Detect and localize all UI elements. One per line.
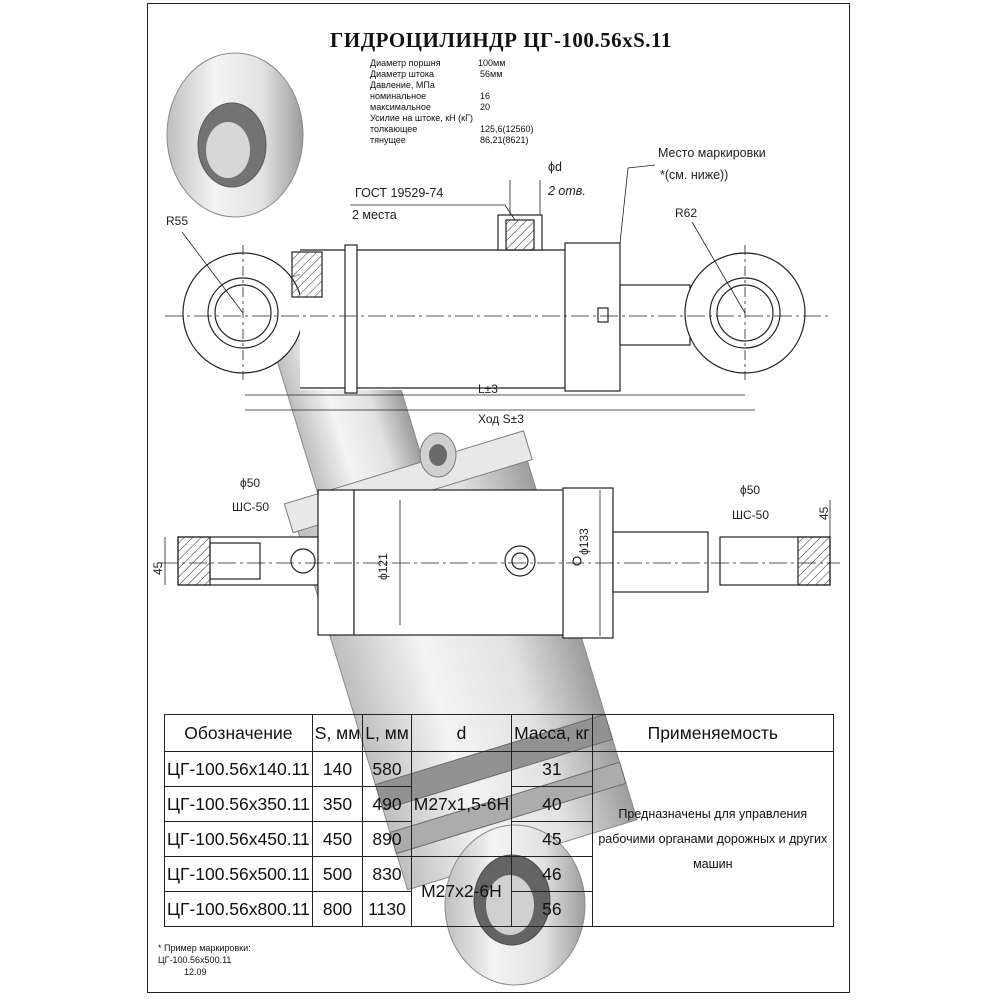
gost-label: ГОСТ 19529-74 — [355, 186, 444, 200]
header-applicability: Применяемость — [591, 714, 835, 752]
models-table: Обозначение S, мм L, мм d Масса, кг Прим… — [164, 714, 835, 927]
cell-designation: ЦГ-100.56х350.11 — [164, 786, 313, 822]
phi-d-label: ϕd — [548, 160, 562, 174]
footnote-date: 12.09 — [184, 967, 207, 977]
cell-designation: ЦГ-100.56х450.11 — [164, 821, 313, 857]
table-row: ЦГ-100.56х450.11 450 890 45 — [164, 821, 834, 857]
drawing-frame — [147, 3, 850, 993]
cell-s: 450 — [311, 821, 364, 857]
table-row: ЦГ-100.56х140.11 140 580 М27х1,5-6Н 31 П… — [164, 751, 835, 927]
dim45-left-label: 45 — [151, 561, 165, 575]
header-s: S, мм — [311, 714, 364, 752]
cell-applicability: Предназначены для управления рабочими ор… — [591, 751, 835, 927]
l-dimension-label: L±3 — [478, 382, 498, 396]
cell-thread-2: М27х2-6Н — [410, 856, 513, 927]
r55-label: R55 — [166, 214, 189, 228]
shs50-left-label: ШС-50 — [232, 500, 270, 514]
cell-mass: 46 — [511, 856, 593, 892]
phi50-right-label: ϕ50 — [740, 483, 761, 497]
phi133-label: ϕ133 — [577, 528, 591, 555]
table-header-row: Обозначение S, мм L, мм d Масса, кг Прим… — [164, 714, 835, 752]
marking-footnote: * Пример маркировки: ЦГ-100.56х500.11 12… — [158, 942, 251, 978]
cell-s: 350 — [311, 786, 364, 822]
table-row: ЦГ-100.56х350.11 350 490 40 — [164, 786, 834, 822]
marking-place-label: Место маркировки — [658, 146, 766, 160]
header-l: L, мм — [362, 714, 412, 752]
cell-s: 500 — [311, 856, 364, 892]
cell-l: 890 — [362, 821, 412, 857]
cell-s: 800 — [311, 891, 364, 927]
header-designation: Обозначение — [164, 714, 313, 752]
spec-row: Усилие на штоке, кН (кГ) — [370, 113, 473, 123]
page-title: ГИДРОЦИЛИНДР ЦГ-100.56хS.11 — [330, 28, 672, 52]
cell-mass: 56 — [511, 891, 593, 927]
see-below-label: *(см. ниже)) — [660, 168, 729, 182]
cell-mass: 45 — [511, 821, 593, 857]
top-view — [165, 164, 830, 411]
footnote-example: ЦГ-100.56х500.11 — [158, 955, 232, 965]
side-view — [160, 487, 840, 639]
cell-l: 1130 — [362, 891, 412, 927]
dim45-right-label: 45 — [817, 506, 831, 520]
spec-row: Давление, МПа — [370, 80, 435, 90]
cell-designation: ЦГ-100.56х140.11 — [164, 751, 313, 787]
header-mass: Масса, кг — [511, 714, 593, 752]
cell-l: 830 — [362, 856, 412, 892]
stroke-dimension-label: Ход S±3 — [478, 412, 524, 426]
cell-mass: 40 — [511, 786, 593, 822]
table-row: ЦГ-100.56х500.11 500 830 М27х2-6Н 46 — [164, 856, 834, 927]
cell-s: 140 — [311, 751, 364, 787]
two-holes-label: 2 отв. — [548, 184, 586, 198]
cell-thread-1: М27х1,5-6Н — [410, 751, 513, 857]
shs50-right-label: ШС-50 — [732, 508, 770, 522]
r62-label: R62 — [675, 206, 698, 220]
phi50-left-label: ϕ50 — [240, 476, 261, 490]
cell-mass: 31 — [511, 751, 593, 787]
two-places-label: 2 места — [352, 208, 397, 222]
footnote-title: * Пример маркировки: — [158, 943, 251, 953]
cell-l: 580 — [362, 751, 412, 787]
header-d: d — [410, 714, 513, 752]
phi121-label: ϕ121 — [376, 553, 390, 580]
table-row: ЦГ-100.56х800.11 800 1130 56 — [164, 891, 834, 927]
cell-designation: ЦГ-100.56х800.11 — [164, 891, 313, 927]
cell-l: 490 — [362, 786, 412, 822]
cell-designation: ЦГ-100.56х500.11 — [164, 856, 313, 892]
